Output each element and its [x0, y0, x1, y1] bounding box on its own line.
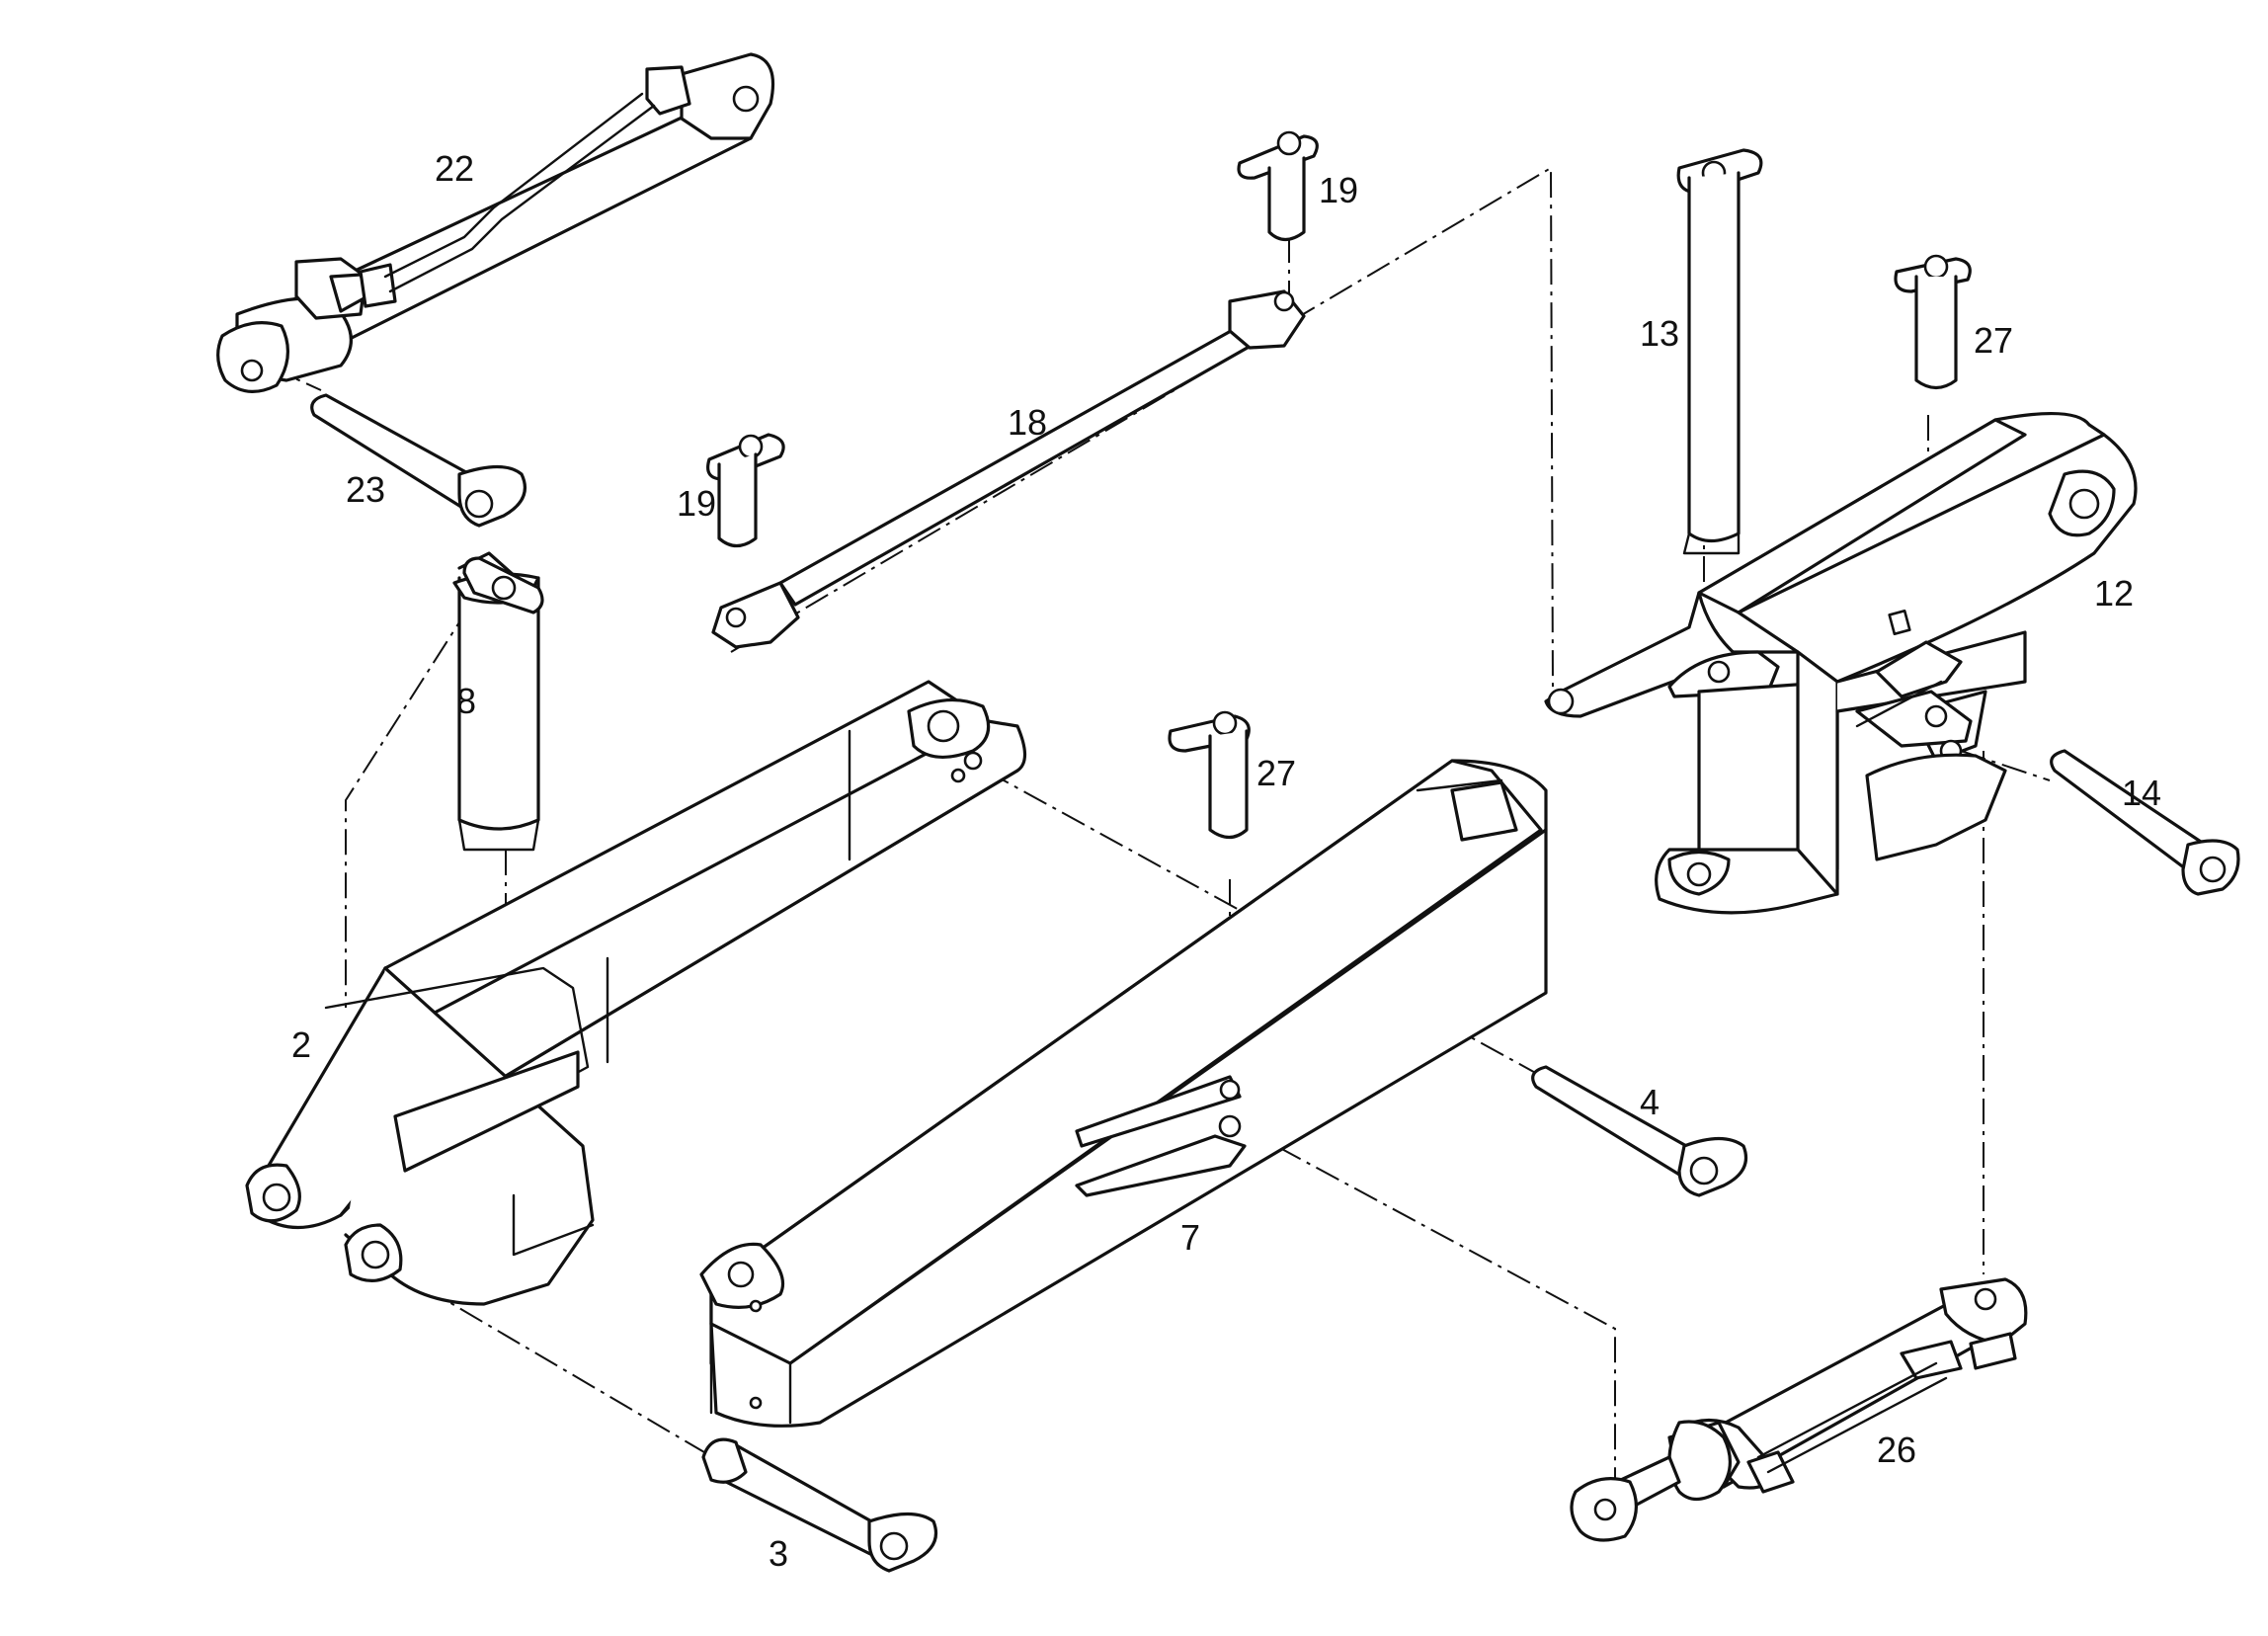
pin-3	[701, 1437, 938, 1573]
callout-2: 2	[291, 1024, 311, 1065]
callout-22: 22	[435, 148, 474, 189]
pin-27-right	[1894, 254, 1972, 390]
callout-4: 4	[1640, 1082, 1660, 1122]
link-rod-18	[711, 289, 1306, 649]
callout-3: 3	[769, 1533, 788, 1574]
callout-26: 26	[1877, 1430, 1916, 1470]
callout-7: 7	[1180, 1217, 1200, 1258]
pin-23	[310, 393, 526, 528]
callout-14: 14	[2122, 773, 2161, 813]
pin-19-upper	[1237, 130, 1319, 242]
boom-7	[699, 759, 1548, 1428]
pin-27-center	[1168, 710, 1251, 840]
hydraulic-cylinder-26	[1570, 1277, 2028, 1542]
pin-13	[1676, 148, 1763, 555]
boom-arm-2	[245, 680, 1027, 1306]
callout-23: 23	[346, 469, 385, 510]
callout-19-lower: 19	[677, 483, 716, 524]
callout-18: 18	[1008, 402, 1047, 443]
callout-12: 12	[2094, 573, 2134, 614]
pin-8	[452, 551, 544, 852]
callout-27-right: 27	[1974, 320, 2013, 361]
part-callouts: 22 23 19 18 19 8 2 27 7 4 3 13 27 12 14 …	[291, 148, 2161, 1574]
pin-19-lower	[706, 433, 785, 548]
hydraulic-cylinder-22	[216, 52, 775, 393]
callout-13: 13	[1640, 313, 1679, 354]
pin-4	[1531, 1065, 1748, 1197]
callout-27-center: 27	[1256, 753, 1296, 793]
callout-19-upper: 19	[1319, 170, 1358, 210]
callout-8: 8	[456, 681, 476, 721]
mount-bracket-12	[1544, 411, 2138, 915]
pin-14	[2050, 749, 2240, 896]
